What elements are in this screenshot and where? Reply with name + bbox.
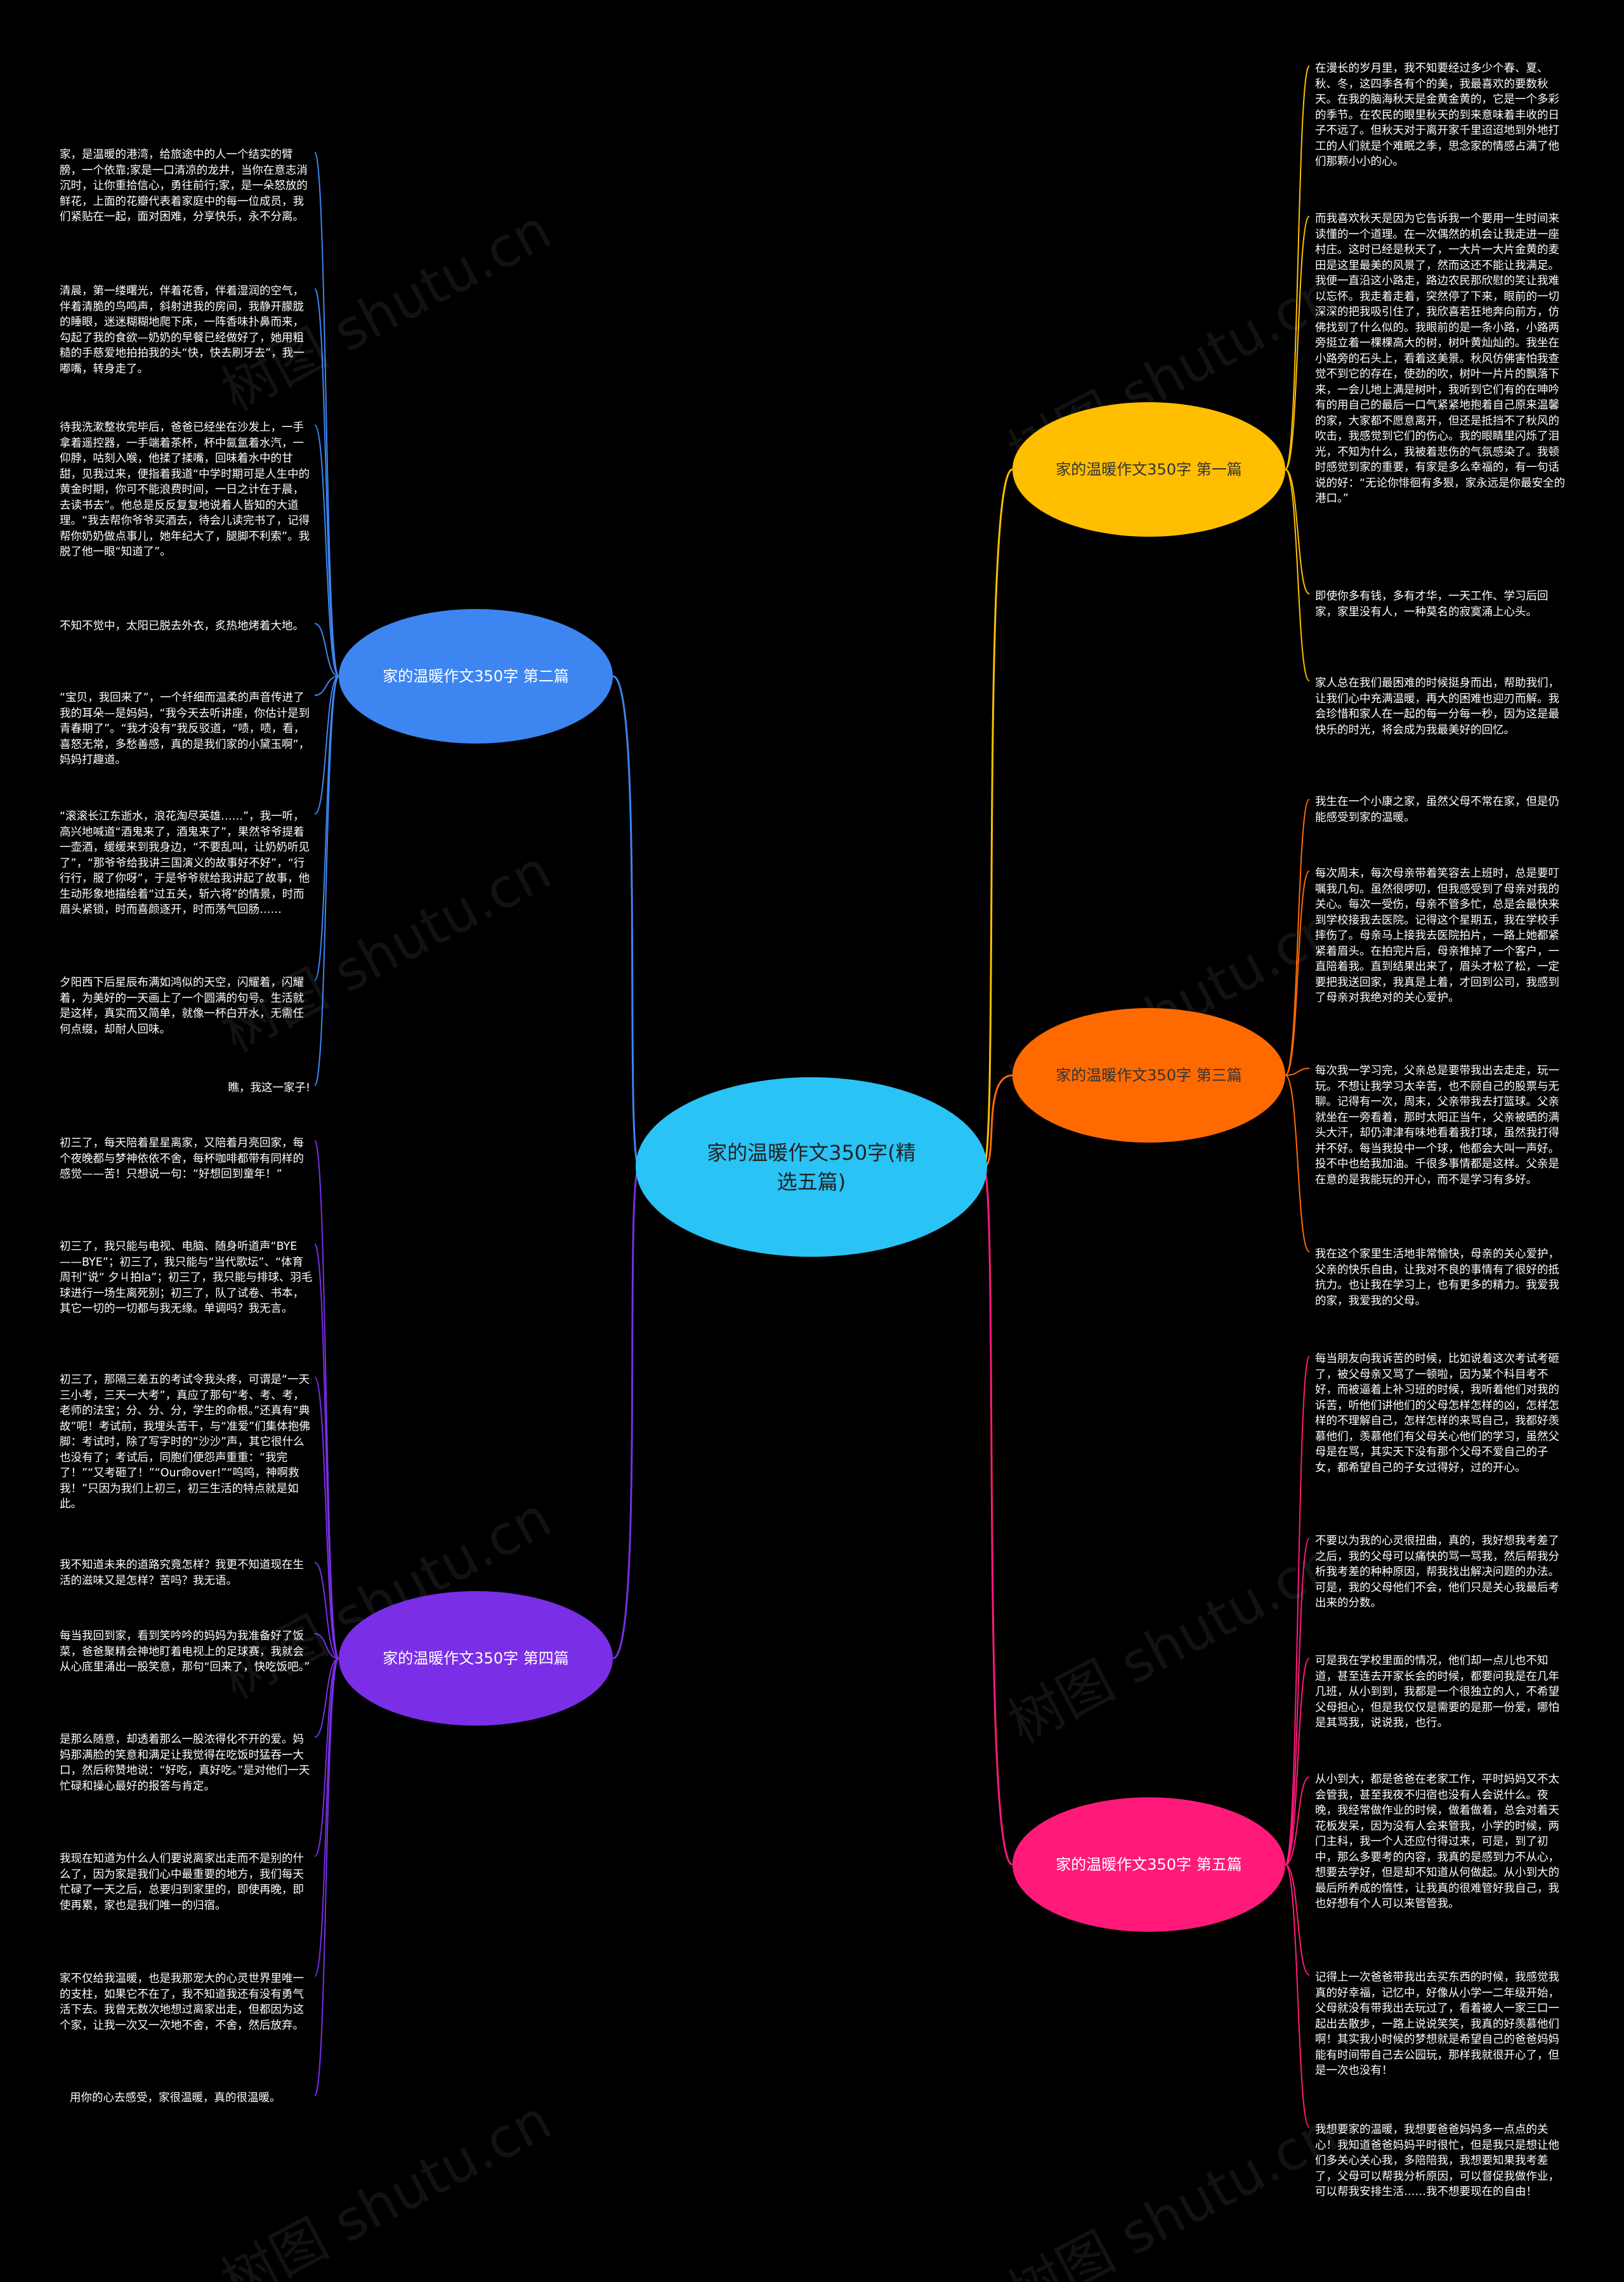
root-node[interactable]: 家的温暖作文350字(精选五篇) [636, 1077, 987, 1257]
branch-2-leaf-3-line [314, 424, 339, 677]
branch-3-leaf-4-line [1285, 1075, 1310, 1252]
root-to-branch-1 [982, 468, 1013, 1169]
leaf-b5-2: 不要以为我的心灵很扭曲，真的，我好想我考差了之后，我的父母可以痛快的骂一骂我，然… [1315, 1535, 1559, 1610]
branch-5-leaf-6-line [1285, 1864, 1310, 2128]
leaf-b3-4: 我在这个家里生活地非常愉快，母亲的关心爱护，父亲的快乐自由，让我对不良的事情有了… [1315, 1248, 1559, 1308]
branch-4-leaf-3-line [314, 1377, 339, 1659]
branch-node-4-label: 家的温暖作文350字 第四篇 [383, 1649, 569, 1667]
branch-node-5[interactable]: 家的温暖作文350字 第五篇 [1012, 1797, 1285, 1932]
leaf-b1-4: 家人总在我们最困难的时候挺身而出，帮助我们，让我们心中充满温暖，再大的困难也迎刃… [1315, 677, 1559, 737]
branch-5-leaf-1-line [1285, 1356, 1310, 1865]
branch-node-3[interactable]: 家的温暖作文350字 第三篇 [1012, 1008, 1285, 1143]
branch-2-leaf-7-line [314, 676, 339, 981]
leaf-b2-8: 瞧，我这一家子! [228, 1082, 310, 1094]
branch-4-leaf-6-line [314, 1658, 339, 1738]
branch-3-leaf-1-line [1285, 799, 1310, 1076]
branch-2-leaf-1-line [314, 152, 339, 677]
leaf-b4-8: 家不仅给我温暖，也是我那宠大的心灵世界里唯一的支柱，如果它不在了，我不知道我还有… [60, 1972, 304, 2032]
leaf-b2-6: “滚滚长江东逝水，浪花淘尽英雄……”，我一听，高兴地喊道“酒鬼来了，酒鬼来了”，… [60, 810, 310, 916]
root-to-branch-3 [983, 1074, 1013, 1169]
leaf-b2-7: 夕阳西下后星辰布满如鸿似的天空，闪耀着，闪耀着，为美好的一天画上了一个圆满的句号… [60, 976, 304, 1036]
leaf-b4-7: 我现在知道为什么人们要说离家出走而不是别的什么了，因为家是我们心中最重要的地方，… [60, 1852, 304, 1912]
branch-5-leaf-5-line [1285, 1864, 1310, 1976]
branch-1-leaf-1-line [1285, 65, 1310, 470]
leaf-b4-4: 我不知道未来的道路究竟怎样？我更不知道现在生活的滋味又是怎样？苦吗？我无语。 [60, 1559, 304, 1587]
branch-3-leaf-2-line [1285, 870, 1310, 1076]
branch-4-leaf-2-line [314, 1243, 339, 1659]
root-node-label: 家的温暖作文350字(精选五篇) [707, 1140, 916, 1194]
branch-node-5-label: 家的温暖作文350字 第五篇 [1056, 1856, 1242, 1873]
branch-4-leaf-8-line [314, 1658, 339, 1977]
branch-4-leaf-9-line [314, 1658, 339, 2096]
leaf-b3-3: 每次我一学习完，父亲总是要带我出去走走，玩一玩。不想让我学习太辛苦，也不顾自己的… [1315, 1065, 1559, 1186]
leaf-b5-1: 每当朋友向我诉苦的时候，比如说着这次考试考砸了，被父母亲又骂了一顿啦，因为某个科… [1315, 1353, 1559, 1474]
branch-1-leaf-3-line [1285, 469, 1310, 594]
branch-4-leaf-1-line [314, 1140, 339, 1659]
branch-1-leaf-4-line [1285, 469, 1310, 681]
leaf-b4-1: 初三了，每天陪着星星离家，又陪着月亮回家，每个夜晚都与梦神依依不舍，每杯咖啡都带… [60, 1137, 304, 1181]
leaf-b2-2: 清晨，第一缕曙光，伴着花香，伴着湿润的空气，伴着清脆的鸟鸣声，斜射进我的房间，我… [60, 285, 304, 376]
leaf-b3-2: 每次周末，每次母亲带着笑容去上班时，总是要叮嘱我几句。虽然很啰叨，但我感受到了母… [1315, 867, 1559, 1004]
branch-node-3-label: 家的温暖作文350字 第三篇 [1056, 1066, 1242, 1084]
leaf-b2-1: 家，是温暖的港湾，给旅途中的人一个结实的臂膀，一个依靠;家是一口清凉的龙井，当你… [60, 148, 308, 223]
branch-5-leaf-4-line [1285, 1776, 1310, 1865]
branch-node-4[interactable]: 家的温暖作文350字 第四篇 [339, 1591, 613, 1726]
branch-node-1-label: 家的温暖作文350字 第一篇 [1056, 461, 1242, 478]
leaf-b2-4: 不知不觉中，太阳已脱去外衣，炙热地烤着大地。 [60, 620, 304, 633]
branch-4-leaf-4-line [314, 1562, 339, 1659]
branch-2-leaf-2-line [314, 288, 339, 677]
leaf-b3-1: 我生在一个小康之家，虽然父母不常在家，但是仍能感受到家的温暖。 [1315, 796, 1559, 824]
branch-4-leaf-7-line [314, 1658, 339, 1857]
leaf-b4-5: 每当我回到家，看到笑吟吟的妈妈为我准备好了饭菜，爸爸聚精会神地盯着电视上的足球赛… [60, 1630, 310, 1674]
branch-node-2[interactable]: 家的温暖作文350字 第二篇 [339, 609, 613, 744]
branch-2-leaf-8-line [314, 676, 339, 1086]
root-to-branch-2 [612, 675, 641, 1169]
leaf-b1-1: 在漫长的岁月里，我不知要经过多少个春、夏、秋、冬，这四季各有个的美，我最喜欢的要… [1315, 62, 1559, 168]
root-to-branch-5 [982, 1166, 1013, 1866]
leaf-b1-3: 即使你多有钱，多有才华，一天工作、学习后回家，家里没有人，一种莫名的寂寞涌上心头… [1315, 590, 1549, 619]
leaf-b4-2: 初三了，我只能与电视、电脑、随身听道声“BYE——BYE”；初三了，我只能与“当… [60, 1240, 313, 1315]
branch-3-leaf-3-line [1285, 1068, 1310, 1076]
leaf-b2-5: “宝贝，我回来了”，一个纤细而温柔的声音传进了我的耳朵—是妈妈，“我今天去听讲座… [60, 692, 310, 766]
leaf-b4-6: 是那么随意，却透着那么一股浓得化不开的爱。妈妈那满脸的笑意和满足让我觉得在吃饭时… [60, 1733, 310, 1793]
leaf-b4-9: 用你的心去感受，家很温暖，真的很温暖。 [70, 2092, 281, 2104]
root-to-branch-4 [612, 1166, 641, 1660]
leaf-b5-6: 我想要家的温暖，我想要爸爸妈妈多一点点的关心！我知道爸爸妈妈平时很忙，但是我只是… [1315, 2123, 1559, 2198]
branch-2-leaf-6-line [314, 676, 339, 815]
leaf-b1-2: 而我喜欢秋天是因为它告诉我一个要用一生时间来读懂的一个道理。在一次偶然的机会让我… [1315, 213, 1566, 505]
branch-5-leaf-2-line [1285, 1538, 1310, 1865]
leaf-b5-4: 从小到大，都是爸爸在老家工作，平时妈妈又不太会管我，甚至我夜不归宿也没有人会说什… [1315, 1773, 1559, 1910]
branch-2-leaf-5-line [314, 676, 339, 696]
leaf-b5-3: 可是我在学校里面的情况，他们却一点儿也不知道，甚至连去开家长会的时候，都要问我是… [1315, 1655, 1559, 1729]
branch-4-leaf-5-line [314, 1633, 339, 1659]
leaf-b5-5: 记得上一次爸爸带我出去买东西的时候，我感觉我真的好幸福，记忆中，好像从小学一二年… [1315, 1971, 1559, 2077]
branch-2-leaf-4-line [314, 623, 339, 677]
branch-node-2-label: 家的温暖作文350字 第二篇 [383, 667, 569, 685]
branch-1-leaf-2-line [1285, 216, 1310, 470]
leaf-b4-3: 初三了，那隔三差五的考试令我头疼，可谓是“一天三小考，三天一大考”，真应了那句“… [60, 1374, 310, 1511]
branch-5-leaf-3-line [1285, 1658, 1310, 1865]
branch-node-1[interactable]: 家的温暖作文350字 第一篇 [1012, 402, 1285, 537]
leaf-b2-3: 待我洗漱整妆完毕后，爸爸已经坐在沙发上，一手拿着遥控器，一手端着茶杯，杯中氤氲着… [60, 421, 310, 558]
